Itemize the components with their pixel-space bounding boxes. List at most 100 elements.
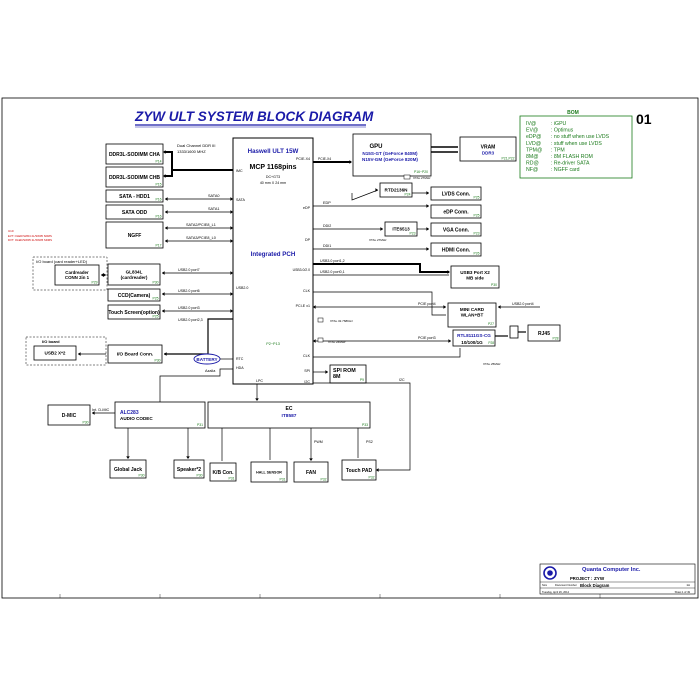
- usb3-p12-label: USB3.0 port1,2: [320, 259, 345, 263]
- ps2-label: PS2: [366, 440, 373, 444]
- project-label: PROJECT :: [570, 576, 592, 581]
- speaker-box: [173, 459, 205, 479]
- ddr-bus-a: [165, 151, 233, 171]
- io-board-2-label: I/O board: [42, 339, 60, 344]
- rtl-xtal-label: XTAL 25MHz: [483, 362, 501, 366]
- fan-label: FAN: [306, 470, 316, 476]
- ite-xtal-label: XTAL 27MHz: [369, 238, 387, 242]
- global-jack-box: [109, 459, 147, 479]
- spirom-label-line: SPI ROM: [333, 368, 356, 374]
- pwm-label: PWM: [314, 440, 323, 444]
- usb2-p2-head: [164, 352, 167, 356]
- touchpad-page-ref: P32: [368, 476, 374, 480]
- lvds-conn-page-ref: P25: [473, 196, 479, 200]
- touchpad-box: [341, 459, 377, 481]
- port-lpc: LPC: [256, 379, 263, 383]
- xtal-32k: [317, 317, 324, 323]
- ccd-label: CCD(Camera): [118, 293, 151, 299]
- touchpad-label: Touch PAD: [346, 468, 373, 474]
- ddr-b-page-ref: P15: [155, 183, 161, 187]
- port-usb2: USB2.0: [236, 286, 248, 290]
- dmic-box: [47, 404, 91, 426]
- port-clk: CLK: [303, 289, 311, 293]
- alc-spk-head: [186, 456, 190, 459]
- size-label: Size: [542, 583, 548, 587]
- title-block-box: [539, 563, 696, 595]
- usb2-p6-label: USB2.0 port6: [178, 289, 200, 293]
- ngff-box: [105, 221, 164, 249]
- ddi1-link-head: [426, 247, 429, 251]
- bom-desc: : TPM: [551, 147, 565, 153]
- doc-number-label: Document Number: [555, 583, 577, 587]
- cardreader-page-ref: P29: [91, 281, 97, 285]
- ddr-a-box: [105, 143, 164, 165]
- rj45-box: [527, 324, 561, 342]
- rev-note-line2: DVT: OLED/SW05 2L/SW05 SDMS: [8, 238, 52, 242]
- bom-code: IV@: [526, 121, 536, 127]
- ddr-a-page-ref: P14: [155, 160, 161, 164]
- global-jack-page-ref: P30: [138, 474, 144, 478]
- ddr-a-label: DDR3L-SODIMM CHA: [109, 152, 160, 158]
- port-sata: SATA: [236, 198, 245, 202]
- bom-code: TPM@: [526, 147, 542, 153]
- ddi2-link-head: [380, 227, 383, 231]
- touch-screen-page-ref: P25: [152, 315, 158, 319]
- rtd2136n-box: [379, 182, 413, 198]
- usb2-p2-link: [164, 318, 233, 355]
- bom-desc: : stuff when use LVDS: [551, 141, 602, 147]
- company-name: Quanta Computer Inc.: [582, 567, 641, 573]
- gl834l-page-ref: P30: [152, 281, 158, 285]
- page-number: 01: [636, 111, 652, 127]
- port-pcie-x4: PCIE-X4: [296, 157, 310, 161]
- touch-screen-label: Touch Screen(option): [108, 310, 160, 316]
- gpu-line-1: N15S-GT (GeForce 840M): [362, 151, 418, 156]
- bom-desc: : iGPU: [551, 121, 567, 127]
- ddi2-label: DDI2: [323, 224, 331, 228]
- sata1-link-head: [165, 210, 168, 214]
- cpu-name: Haswell ULT 15W: [248, 148, 299, 155]
- kb-conn-box: [209, 462, 237, 482]
- sata3-label: SATA3/PCIE8_L0: [186, 236, 216, 240]
- cpu-pins: MCP 1168pins: [250, 164, 297, 171]
- alc-box: [114, 401, 206, 429]
- usb3-label-line: MB side: [466, 275, 484, 280]
- edp-rtd-link: [351, 189, 379, 201]
- page-border: [1, 97, 699, 599]
- rj45-magnetics: [509, 325, 519, 339]
- edp-conn-page-ref: P25: [473, 214, 479, 218]
- cardreader-link-head: [101, 273, 104, 277]
- vga-conn-label: VGA Conn.: [443, 227, 470, 233]
- sata2-label: SATA2/PCIE8_L1: [186, 223, 216, 227]
- vram-sublabel: DDR3: [482, 150, 495, 155]
- gl834l-box: [107, 263, 161, 286]
- hall-sensor-label: HALL SENSOR: [256, 470, 282, 474]
- pcie-p3-link-tail: [313, 339, 316, 343]
- sata1-link-tail: [230, 210, 233, 214]
- minicard-box: [447, 302, 497, 328]
- sata1-label: SATA1: [208, 207, 219, 211]
- ite-vga-link-head: [426, 227, 429, 231]
- sata-hdd-box: [105, 189, 164, 203]
- sata-odd-box: [105, 204, 164, 220]
- port-i2c: I2C: [304, 380, 310, 384]
- kb-conn-label: K/B Con.: [212, 470, 234, 476]
- dmic-link-head: [92, 411, 95, 415]
- battery-label: BATTERY: [196, 357, 217, 362]
- diagram-title: ZYW ULT SYSTEM BLOCK DIAGRAM: [134, 109, 374, 124]
- ccd-box: [107, 288, 161, 302]
- vram-page-ref: P21,P22: [501, 157, 514, 161]
- alc-name: ALC283: [120, 410, 139, 416]
- cardreader-link-tail: [103, 273, 106, 277]
- lvds-conn-label: LVDS Conn.: [442, 191, 471, 197]
- ddr-note-2: 1333/1600 MHZ: [177, 149, 206, 154]
- usb2-p4-link-head: [498, 305, 501, 309]
- sata0-link-tail: [230, 197, 233, 201]
- usb3-link: [313, 263, 449, 273]
- io-board-1-frame: [32, 256, 108, 291]
- alc-jack-head: [126, 456, 130, 459]
- edp-link-head: [426, 204, 429, 208]
- sata-hdd-page-ref: P16: [155, 198, 161, 202]
